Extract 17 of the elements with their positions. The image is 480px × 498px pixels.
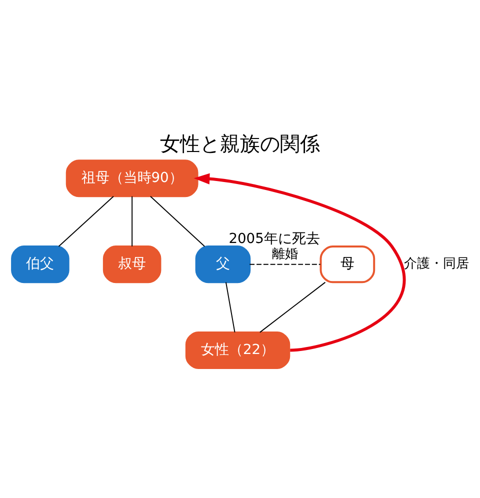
node-box: 祖母（当時90） xyxy=(66,159,198,197)
connector xyxy=(132,195,133,246)
node-box: 叔母 xyxy=(102,245,162,283)
connector xyxy=(249,263,321,264)
edge-label: 介護・同居 xyxy=(404,256,469,272)
node-box: 伯父 xyxy=(11,245,70,283)
node-box: 父 xyxy=(195,245,251,283)
node-label: 2005年に死去 xyxy=(228,230,320,246)
connector xyxy=(259,281,326,332)
connector xyxy=(225,281,236,332)
diagram-title: 女性と親族の関係 xyxy=(160,132,320,156)
arrow xyxy=(194,172,406,352)
node-box: 母 xyxy=(320,245,376,283)
connector xyxy=(150,195,206,246)
connector xyxy=(58,195,114,246)
node-box: 女性（22） xyxy=(185,331,290,369)
edge-label: 離婚 xyxy=(272,246,298,262)
